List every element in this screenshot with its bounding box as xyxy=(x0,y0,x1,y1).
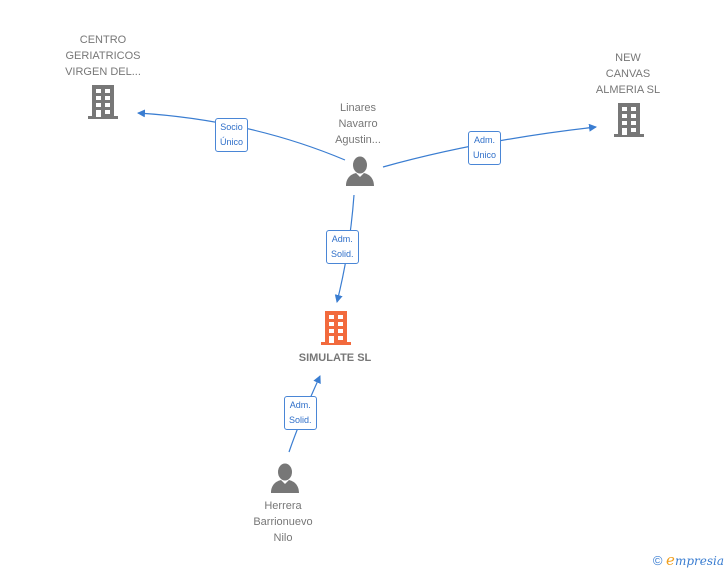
edge-label-line: Solid. xyxy=(331,249,354,259)
label-line: Navarro xyxy=(338,118,378,130)
node-label-newcanvas[interactable]: NEW CANVAS ALMERIA SL xyxy=(573,50,683,98)
edge-label-line: Socio xyxy=(220,122,243,132)
node-label-centro[interactable]: CENTRO GERIATRICOS VIRGEN DEL... xyxy=(48,32,158,80)
brand-logo-text: mpresia xyxy=(674,554,724,568)
building-icon[interactable] xyxy=(613,102,645,138)
edge-label-line: Adm. xyxy=(289,400,311,410)
edge-label-line: Solid. xyxy=(289,415,312,425)
label-line: Nilo xyxy=(273,532,293,544)
person-icon[interactable] xyxy=(269,462,301,494)
label-line: Herrera xyxy=(264,500,302,512)
edge-label-socio-unico[interactable]: Socio Único xyxy=(215,118,249,152)
brand-logo-e: e xyxy=(666,551,675,569)
label-line: ALMERIA SL xyxy=(595,84,661,96)
label-line: Linares xyxy=(339,102,377,114)
edge-label-line: Único xyxy=(220,137,244,147)
label-line: CENTRO xyxy=(79,34,127,46)
edge-label-line: Adm. xyxy=(331,234,353,244)
label-line: VIRGEN DEL... xyxy=(65,66,141,78)
edge-label-line: Unico xyxy=(473,150,497,160)
label-line: GERIATRICOS xyxy=(65,50,141,62)
edge-label-adm-unico[interactable]: Adm. Unico xyxy=(468,131,502,165)
edge-label-adm-solid-herrera[interactable]: Adm. Solid. xyxy=(284,396,317,430)
label-line: CANVAS xyxy=(605,68,651,80)
edge-label-line: Adm. xyxy=(474,135,496,145)
label-line: Barrionuevo xyxy=(253,516,313,528)
label-line: NEW xyxy=(615,52,641,64)
node-label-simulate[interactable]: SIMULATE SL xyxy=(298,352,372,364)
label-line: Agustin... xyxy=(335,134,381,146)
building-icon-highlighted[interactable] xyxy=(320,310,352,346)
person-icon[interactable] xyxy=(344,155,376,187)
copyright-icon: © xyxy=(652,553,663,568)
empresia-watermark: © empresia xyxy=(653,551,724,569)
edge-label-adm-solid-linares[interactable]: Adm. Solid. xyxy=(326,230,359,264)
node-label-linares[interactable]: Linares Navarro Agustin... xyxy=(303,100,413,148)
building-icon[interactable] xyxy=(87,84,119,120)
node-label-herrera[interactable]: Herrera Barrionuevo Nilo xyxy=(228,498,338,546)
